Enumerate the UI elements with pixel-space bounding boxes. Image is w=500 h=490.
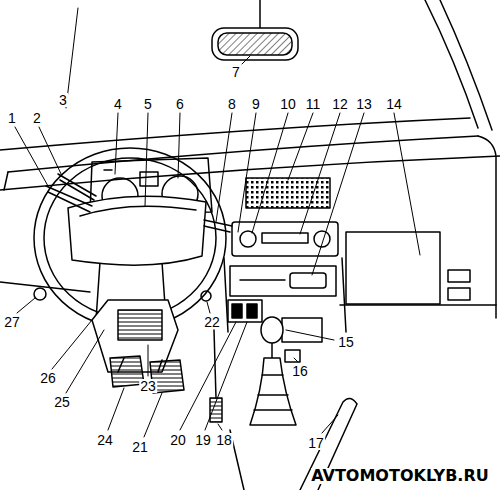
callout-number: 11: [305, 97, 322, 111]
leader-lines: [216, 113, 232, 222]
leader-lines: [115, 113, 118, 174]
windshield: [425, 0, 478, 128]
steering-wheel: [68, 196, 206, 265]
instrument-cluster: [104, 169, 112, 171]
leader-lines: [286, 330, 334, 340]
center-console: [224, 258, 346, 332]
stalk-switches: [204, 220, 232, 232]
center-console: [230, 266, 336, 296]
center-console: [232, 304, 242, 318]
center-console: [262, 233, 308, 243]
center-console: [247, 304, 257, 318]
leader-lines: [322, 415, 338, 433]
center-console: [232, 222, 338, 256]
windshield: [440, 0, 492, 130]
center-console: [228, 300, 262, 322]
callout-number: 1: [7, 111, 17, 125]
callout-number: 12: [331, 97, 349, 111]
callout-number: 26: [39, 371, 57, 385]
leader-lines: [108, 388, 124, 430]
leader-lines: [242, 56, 250, 64]
gear-lever: [250, 317, 322, 425]
rear-view-mirror: [218, 33, 292, 55]
leader-lines: [15, 8, 420, 437]
callout-number: 21: [131, 440, 149, 454]
leader-lines: [178, 113, 180, 178]
rear-view-mirror: [212, 28, 298, 60]
gear-lever: [285, 350, 300, 362]
leader-lines: [180, 322, 236, 430]
leader-lines: [312, 113, 364, 275]
leader-lines: [394, 113, 420, 255]
leader-lines: [252, 113, 288, 233]
steering-column: [118, 310, 162, 340]
glovebox: [346, 232, 470, 304]
rear-view-mirror: [212, 28, 298, 60]
callout-number: 10: [279, 97, 297, 111]
gear-lever: [250, 358, 296, 425]
callout-number: 19: [194, 433, 212, 447]
small-knobs: [201, 291, 211, 301]
dashboard-panel: [478, 136, 496, 318]
gear-lever: [261, 317, 283, 343]
leader-lines: [300, 113, 340, 234]
leader-lines: [207, 302, 210, 313]
stalk-switches: [46, 174, 232, 232]
callout-number: 6: [175, 97, 185, 111]
steering-wheel: [80, 206, 196, 216]
leader-lines: [39, 127, 62, 176]
instrument-cluster: [140, 172, 158, 186]
callout-number: 25: [53, 395, 71, 409]
center-console: [240, 231, 256, 247]
pedals: [110, 330, 222, 422]
leader-lines: [294, 358, 298, 362]
callout-number: 22: [203, 315, 221, 329]
center-console: [290, 273, 326, 288]
steering-wheel: [44, 158, 216, 318]
small-knobs: [34, 288, 211, 301]
leader-lines: [144, 393, 162, 437]
leader-lines: [288, 113, 313, 180]
gear-lever: [254, 375, 292, 410]
stalk-switches: [58, 174, 96, 200]
small-knobs: [34, 288, 46, 300]
callout-number: 3: [58, 93, 68, 107]
callout-number: 13: [355, 97, 373, 111]
glovebox: [448, 270, 470, 282]
callout-number: 7: [231, 65, 241, 79]
callout-number: 20: [169, 433, 187, 447]
callout-number: 15: [337, 335, 355, 349]
leader-lines: [238, 113, 256, 232]
dashboard-panel: [4, 172, 8, 190]
glovebox: [346, 232, 440, 304]
leader-lines: [205, 322, 247, 430]
callout-number: 27: [3, 315, 21, 329]
callout-number: 23: [139, 379, 157, 393]
callout-number: 5: [143, 97, 153, 111]
leader-lines: [148, 345, 149, 376]
callout-number: 17: [307, 436, 325, 450]
windshield: [259, 0, 261, 28]
leader-lines: [52, 320, 92, 369]
callout-number: 24: [96, 433, 114, 447]
leader-lines: [218, 424, 222, 430]
windshield: [0, 0, 492, 150]
leader-lines: [17, 298, 35, 313]
callout-number: 16: [291, 364, 309, 378]
dashboard-panel: [8, 136, 478, 172]
leader-lines: [145, 113, 148, 206]
watermark: AVTOMOTOKLYB.RU: [311, 468, 489, 484]
dashboard-panel: [0, 136, 500, 318]
leader-lines: [66, 330, 104, 393]
center-console: [240, 279, 285, 281]
glovebox: [448, 288, 470, 300]
callout-number: 14: [385, 97, 403, 111]
callout-number: 9: [251, 97, 261, 111]
callout-number: 2: [32, 111, 42, 125]
callout-number: 8: [227, 97, 237, 111]
callout-number: 18: [215, 433, 233, 447]
callout-number: 4: [113, 97, 123, 111]
